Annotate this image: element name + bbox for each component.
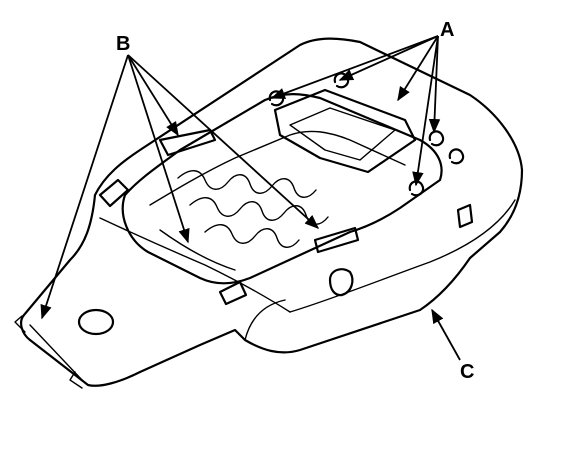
seat-frame — [77, 72, 474, 336]
callout-label-a: A — [440, 19, 454, 41]
callout-a-lines — [270, 35, 441, 187]
callout-b-lines — [40, 54, 320, 320]
callout-label-b: B — [116, 33, 130, 55]
callout-label-c: C — [460, 361, 474, 383]
callout-c-line — [431, 308, 461, 361]
